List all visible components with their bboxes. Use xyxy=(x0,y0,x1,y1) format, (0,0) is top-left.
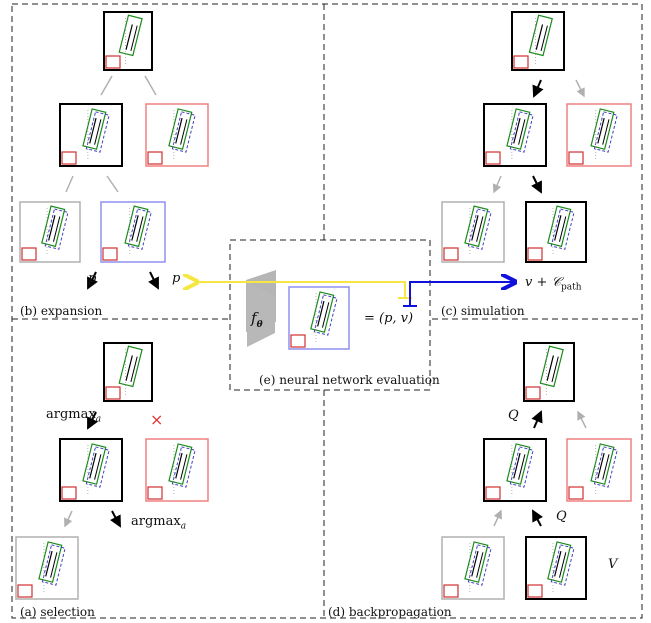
edge-c1 xyxy=(532,79,544,98)
node-mid-d xyxy=(483,438,547,502)
edge-b5 xyxy=(87,271,98,290)
cross-mark: × xyxy=(150,410,164,429)
edge-b1 xyxy=(100,75,113,96)
nn-evaluation xyxy=(195,270,513,347)
q-label-lower: Q xyxy=(556,509,567,524)
value-link xyxy=(409,282,513,306)
tree-edges xyxy=(64,75,587,528)
node-root-d xyxy=(523,342,575,402)
edge-d1 xyxy=(531,410,543,429)
edge-a1 xyxy=(87,411,98,430)
value-path-text: v + 𝒞 xyxy=(525,275,561,290)
edge-c3 xyxy=(492,175,502,194)
node-mid-c xyxy=(483,103,547,167)
argmax-sub: a xyxy=(180,521,187,532)
panel-label-selection: (a) selection xyxy=(20,605,95,619)
edge-a2 xyxy=(64,510,73,528)
node-root-c xyxy=(511,11,565,71)
argmax-label-lower: argmaxa xyxy=(131,515,186,532)
policy-label-left: p xyxy=(88,271,97,286)
node-leaf-d xyxy=(525,536,587,600)
edge-d4 xyxy=(532,509,543,527)
v-label-leaf: V xyxy=(608,557,618,572)
argmax-label-upper: argmaxa xyxy=(46,408,101,425)
q-label-upper: Q xyxy=(508,408,519,423)
value-path-sub: path xyxy=(560,282,582,293)
node-root-a xyxy=(103,342,153,402)
argmax-sub: a xyxy=(95,414,102,425)
panel-label-backprop: (d) backpropagation xyxy=(328,605,452,619)
node-mid-red-b xyxy=(145,103,209,167)
argmax-text: argmax xyxy=(46,407,96,422)
edge-c4 xyxy=(531,175,542,194)
policy-label-right: p xyxy=(172,271,181,286)
node-leaf-gray-c xyxy=(441,201,505,263)
edge-a3 xyxy=(110,510,121,528)
node-leaf-blue-b xyxy=(100,201,166,263)
node-mid-red-c xyxy=(566,103,632,167)
panel-label-nn-eval: (e) neural network evaluation xyxy=(259,373,440,387)
network-shape xyxy=(247,282,275,347)
tree-nodes xyxy=(15,11,632,600)
theta-sub: θ xyxy=(256,320,263,330)
panel-label-expansion: (b) expansion xyxy=(20,304,103,318)
node-leaf-gray-a xyxy=(15,536,79,600)
node-mid-a xyxy=(59,438,123,502)
value-path-label: v + 𝒞path xyxy=(525,276,582,293)
node-leaf-gray-d xyxy=(441,536,505,600)
f-theta-label: fθ xyxy=(251,311,263,330)
edge-c2 xyxy=(575,79,585,98)
node-leaf-gray-b xyxy=(19,201,81,263)
node-nn-input xyxy=(288,286,350,350)
edge-b2 xyxy=(144,75,157,96)
panel-label-simulation: (c) simulation xyxy=(441,304,525,318)
policy-link xyxy=(195,282,406,298)
edge-d3 xyxy=(493,509,502,527)
node-root-b xyxy=(103,11,153,71)
f-text: f xyxy=(251,309,257,327)
node-mid-red-a xyxy=(145,438,209,502)
edge-b4 xyxy=(106,175,119,193)
argmax-text: argmax xyxy=(131,514,181,529)
node-leaf-c xyxy=(525,201,587,263)
node-mid-red-d xyxy=(566,438,632,502)
edge-d2 xyxy=(577,410,587,429)
nn-output-label: = (p, v) xyxy=(364,311,414,326)
edge-b6 xyxy=(148,271,159,290)
node-mid-b xyxy=(59,103,123,167)
edge-b3 xyxy=(65,175,74,193)
